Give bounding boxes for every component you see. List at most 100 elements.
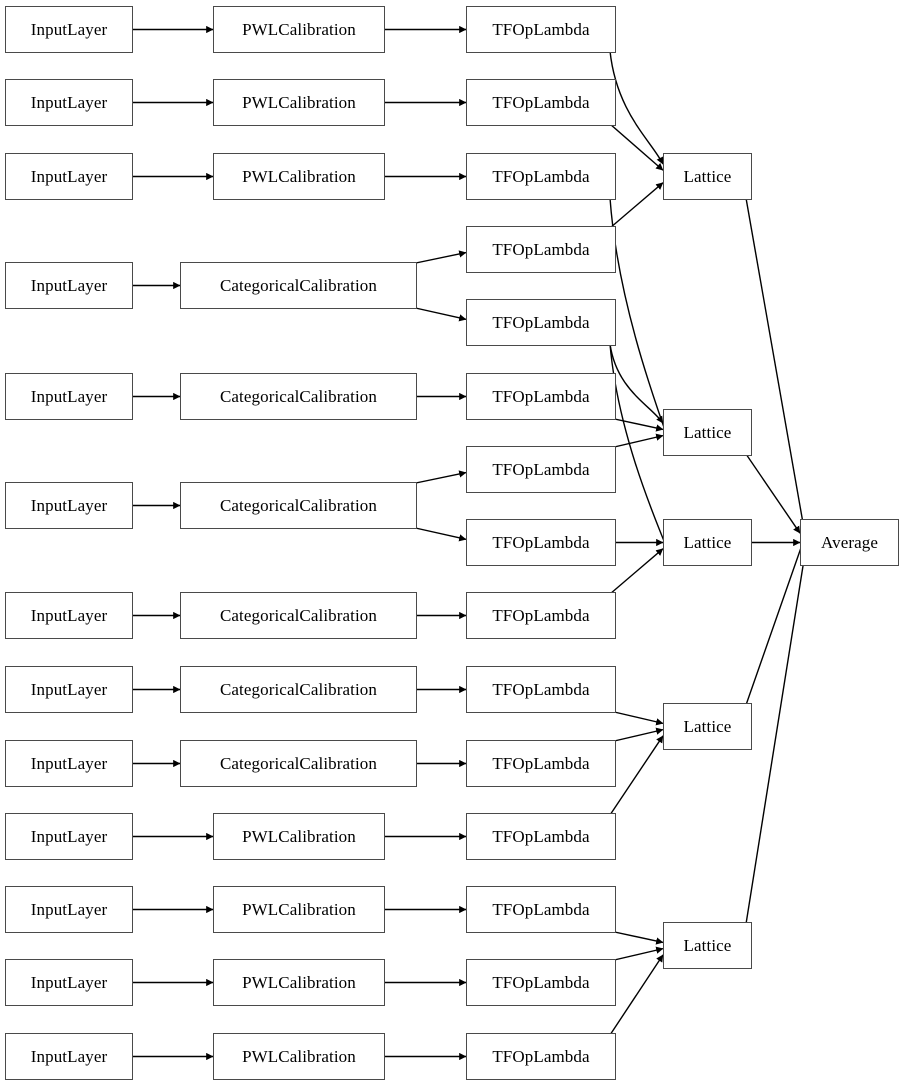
- graph-node-in1[interactable]: InputLayer: [5, 79, 133, 126]
- graph-node-in4[interactable]: InputLayer: [5, 373, 133, 420]
- graph-node-label: InputLayer: [30, 680, 108, 699]
- graph-node-op9[interactable]: TFOpLambda: [466, 666, 616, 713]
- graph-node-op12[interactable]: TFOpLambda: [466, 886, 616, 933]
- graph-node-in2[interactable]: InputLayer: [5, 153, 133, 200]
- graph-node-cal7[interactable]: CategoricalCalibration: [180, 666, 417, 713]
- graph-node-cal10[interactable]: PWLCalibration: [213, 886, 385, 933]
- graph-node-label: PWLCalibration: [242, 827, 356, 846]
- graph-node-in9[interactable]: InputLayer: [5, 813, 133, 860]
- graph-node-avg[interactable]: Average: [800, 519, 899, 566]
- graph-node-in11[interactable]: InputLayer: [5, 959, 133, 1006]
- graph-node-label: TFOpLambda: [492, 313, 590, 332]
- graph-node-op1[interactable]: TFOpLambda: [466, 79, 616, 126]
- graph-node-label: CategoricalCalibration: [219, 387, 378, 406]
- graph-node-label: PWLCalibration: [242, 20, 356, 39]
- graph-edge-cal3-to-op4: [410, 306, 467, 322]
- graph-node-cal11[interactable]: PWLCalibration: [213, 959, 385, 1006]
- graph-edge-op1-to-lat0: [609, 123, 664, 171]
- graph-node-label: CategoricalCalibration: [219, 754, 378, 773]
- graph-node-op4[interactable]: TFOpLambda: [466, 299, 616, 346]
- graph-node-in8[interactable]: InputLayer: [5, 740, 133, 787]
- graph-node-label: InputLayer: [30, 606, 108, 625]
- graph-node-lat2[interactable]: Lattice: [663, 519, 752, 566]
- graph-edge-cal5-to-op7: [410, 526, 467, 542]
- graph-node-label: InputLayer: [30, 167, 108, 186]
- graph-node-cal12[interactable]: PWLCalibration: [213, 1033, 385, 1080]
- graph-node-in6[interactable]: InputLayer: [5, 592, 133, 639]
- graph-node-in12[interactable]: InputLayer: [5, 1033, 133, 1080]
- graph-node-label: PWLCalibration: [242, 167, 356, 186]
- graph-node-label: TFOpLambda: [492, 167, 590, 186]
- graph-node-lat0[interactable]: Lattice: [663, 153, 752, 200]
- graph-node-label: CategoricalCalibration: [219, 496, 378, 515]
- graph-edge-lat1-to-avg: [745, 453, 801, 534]
- graph-node-op6[interactable]: TFOpLambda: [466, 446, 616, 493]
- graph-node-label: Lattice: [683, 533, 732, 552]
- graph-node-in10[interactable]: InputLayer: [5, 886, 133, 933]
- graph-node-label: InputLayer: [30, 93, 108, 112]
- graph-node-in3[interactable]: InputLayer: [5, 262, 133, 309]
- graph-node-label: InputLayer: [30, 276, 108, 295]
- graph-node-cal4[interactable]: CategoricalCalibration: [180, 373, 417, 420]
- graph-node-label: CategoricalCalibration: [219, 606, 378, 625]
- graph-node-cal0[interactable]: PWLCalibration: [213, 6, 385, 53]
- graph-node-lat4[interactable]: Lattice: [663, 922, 752, 969]
- graph-node-cal2[interactable]: PWLCalibration: [213, 153, 385, 200]
- graph-node-in0[interactable]: InputLayer: [5, 6, 133, 53]
- graph-node-op14[interactable]: TFOpLambda: [466, 1033, 616, 1080]
- graph-edge-op0-to-lat0: [609, 50, 664, 165]
- graph-edge-op4-to-lat1: [609, 343, 664, 424]
- graph-node-lat1[interactable]: Lattice: [663, 409, 752, 456]
- graph-edge-op8-to-lat2: [609, 548, 664, 595]
- graph-edge-op6-to-lat1: [609, 433, 664, 449]
- graph-node-cal3[interactable]: CategoricalCalibration: [180, 262, 417, 309]
- graph-edge-op13-to-lat4: [609, 946, 664, 962]
- graph-node-label: InputLayer: [30, 973, 108, 992]
- graph-node-label: Lattice: [683, 423, 732, 442]
- graph-node-op0[interactable]: TFOpLambda: [466, 6, 616, 53]
- graph-edge-op14-to-lat4: [609, 954, 664, 1036]
- graph-node-op3[interactable]: TFOpLambda: [466, 226, 616, 273]
- graph-edge-op9-to-lat3: [609, 710, 664, 726]
- graph-node-in7[interactable]: InputLayer: [5, 666, 133, 713]
- graph-edge-cal3-to-op3: [410, 250, 467, 265]
- graph-edge-op10-to-lat3: [609, 727, 664, 743]
- graph-node-label: CategoricalCalibration: [219, 680, 378, 699]
- graph-node-label: TFOpLambda: [492, 973, 590, 992]
- graph-node-op10[interactable]: TFOpLambda: [466, 740, 616, 787]
- graph-node-cal9[interactable]: PWLCalibration: [213, 813, 385, 860]
- graph-node-op13[interactable]: TFOpLambda: [466, 959, 616, 1006]
- graph-edge-lat4-to-avg: [745, 521, 813, 925]
- graph-node-label: PWLCalibration: [242, 900, 356, 919]
- graph-node-cal1[interactable]: PWLCalibration: [213, 79, 385, 126]
- graph-node-op2[interactable]: TFOpLambda: [466, 153, 616, 200]
- graph-node-op8[interactable]: TFOpLambda: [466, 592, 616, 639]
- graph-node-label: InputLayer: [30, 827, 108, 846]
- graph-node-label: TFOpLambda: [492, 606, 590, 625]
- graph-node-label: InputLayer: [30, 754, 108, 773]
- graph-node-label: TFOpLambda: [492, 900, 590, 919]
- graph-node-label: TFOpLambda: [492, 1047, 590, 1066]
- graph-node-cal6[interactable]: CategoricalCalibration: [180, 592, 417, 639]
- graph-node-label: TFOpLambda: [492, 680, 590, 699]
- graph-node-label: TFOpLambda: [492, 827, 590, 846]
- graph-edge-lat0-to-avg: [745, 197, 813, 564]
- graph-node-label: TFOpLambda: [492, 387, 590, 406]
- graph-node-label: Lattice: [683, 936, 732, 955]
- graph-node-label: InputLayer: [30, 900, 108, 919]
- graph-node-label: TFOpLambda: [492, 93, 590, 112]
- graph-node-cal5[interactable]: CategoricalCalibration: [180, 482, 417, 529]
- graph-node-label: CategoricalCalibration: [219, 276, 378, 295]
- graph-edge-op5-to-lat1: [609, 417, 664, 432]
- graph-node-in5[interactable]: InputLayer: [5, 482, 133, 529]
- graph-node-op11[interactable]: TFOpLambda: [466, 813, 616, 860]
- graph-node-cal8[interactable]: CategoricalCalibration: [180, 740, 417, 787]
- graph-edge-cal5-to-op6: [410, 470, 467, 485]
- graph-node-label: TFOpLambda: [492, 240, 590, 259]
- graph-node-label: Average: [820, 533, 878, 552]
- graph-node-op7[interactable]: TFOpLambda: [466, 519, 616, 566]
- graph-node-op5[interactable]: TFOpLambda: [466, 373, 616, 420]
- graph-node-lat3[interactable]: Lattice: [663, 703, 752, 750]
